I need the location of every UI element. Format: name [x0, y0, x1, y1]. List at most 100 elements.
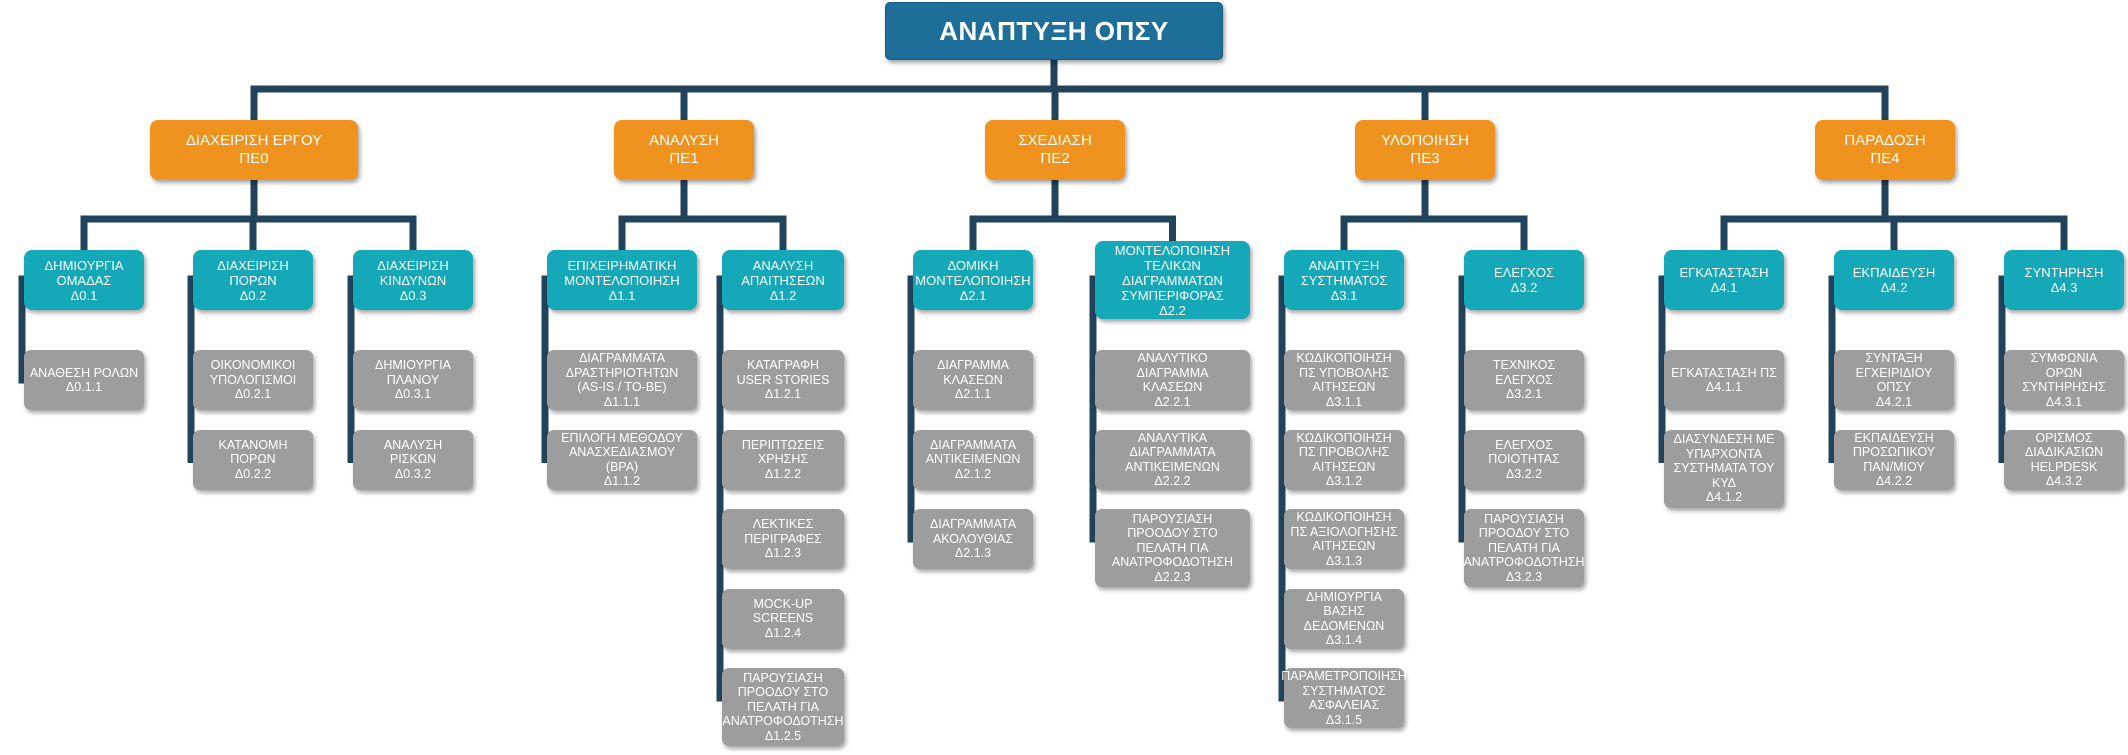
- task-box-label: ΑΝΑΘΕΣΗ ΡΟΛΩΝ: [29, 365, 139, 380]
- task-box-code: Δ3.1.4: [1325, 633, 1363, 647]
- deliverable-box-code: Δ2.2: [1159, 302, 1186, 318]
- task-box-label: ΚΩΔΙΚΟΠΟΙΗΣΗ ΠΣ ΠΡΟΒΟΛΗΣ ΑΙΤΗΣΕΩΝ: [1296, 430, 1392, 474]
- task-box-label: ΚΑΤΑΝΟΜΗ ΠΟΡΩΝ: [218, 437, 288, 467]
- task-box-code: Δ2.2.3: [1154, 569, 1191, 584]
- task-box-code: Δ1.2.2: [764, 466, 802, 481]
- task-box-code: Δ3.2.1: [1505, 387, 1543, 402]
- phase-box-πε2-code: ΠΕ2: [1040, 150, 1070, 167]
- deliverable-box-code: Δ1.1: [608, 287, 636, 303]
- task-box-label: ΚΑΤΑΓΡΑΦΗ USER STORIES: [736, 358, 830, 387]
- root-box-label: ΑΝΑΠΤΥΞΗ ΟΠΣΥ: [939, 15, 1169, 46]
- task-box-code: Δ3.2.2: [1505, 466, 1543, 481]
- deliverable-box-label: ΕΠΙΧΕΙΡΗΜΑΤΙΚΗ ΜΟΝΤΕΛΟΠΟΙΗΣΗ: [564, 257, 680, 288]
- task-box-code: Δ0.3.2: [394, 466, 432, 481]
- task-box-label: ΔΙΑΓΡΑΜΜΑ ΚΛΑΣΕΩΝ: [937, 358, 1009, 387]
- task-box-code: Δ0.3.1: [394, 387, 432, 402]
- task-box-code: Δ1.1.1: [603, 394, 641, 409]
- root-box: ΑΝΑΠΤΥΞΗ ΟΠΣΥ: [885, 2, 1223, 60]
- task-box-label: ΕΚΠΑΙΔΕΥΣΗ ΠΡΟΣΩΠΙΚΟΥ ΠΑΝ/ΜΙΟΥ: [1852, 430, 1936, 474]
- task-box-label: ΔΙΑΓΡΑΜΜΑΤΑ ΑΝΤΙΚΕΙΜΕΝΩΝ: [925, 437, 1021, 467]
- task-box-code: Δ2.1.2: [954, 466, 992, 481]
- deliverable-box-code: Δ0.2: [239, 287, 267, 303]
- task-box-code: Δ3.1.1: [1325, 394, 1363, 409]
- task-box-label: ΔΙΑΣΥΝΔΕΣΗ ΜΕ ΥΠΑΡΧΟΝΤΑ ΣΥΣΤΗΜΑΤΑ ΤΟΥ ΚΥ…: [1673, 432, 1775, 490]
- task-box: ΕΠΙΛΟΓΗ ΜΕΘΟΔΟΥ ΑΝΑΣΧΕΔΙΑΣΜΟΥ (BPA)Δ1.1.…: [547, 429, 697, 490]
- task-box-label: ΠΑΡΑΜΕΤΡΟΠΟΙΗΣΗ ΣΥΣΤΗΜΑΤΟΣ ΑΣΦΑΛΕΙΑΣ: [1281, 669, 1407, 712]
- deliverable-box: ΜΟΝΤΕΛΟΠΟΙΗΣΗ ΤΕΛΙΚΩΝ ΔΙΑΓΡΑΜΜΑΤΩΝ ΣΥΜΠΕ…: [1095, 241, 1250, 319]
- deliverable-box-code: Δ0.1: [70, 287, 98, 303]
- task-box-label: ΑΝΑΛΥΤΙΚΑ ΔΙΑΓΡΑΜΜΑΤΑ ΑΝΤΙΚΕΙΜΕΝΩΝ: [1125, 430, 1220, 474]
- task-box-label: ΔΙΑΓΡΑΜΜΑΤΑ ΔΡΑΣΤΗΡΙΟΤΗΤΩΝ (AS-IS / TO-B…: [565, 351, 679, 394]
- deliverable-box-label: ΔΙΑΧΕΙΡΙΣΗ ΚΙΝΔΥΝΩΝ: [377, 257, 449, 288]
- task-box-label: ΕΠΙΛΟΓΗ ΜΕΘΟΔΟΥ ΑΝΑΣΧΕΔΙΑΣΜΟΥ (BPA): [561, 430, 683, 474]
- deliverable-box-label: ΑΝΑΛΥΣΗ ΑΠΑΙΤΗΣΕΩΝ: [741, 257, 825, 288]
- task-box-label: ΟΙΚΟΝΟΜΙΚΟΙ ΥΠΟΛΟΓΙΣΜΟΙ: [209, 358, 297, 387]
- task-box-code: Δ4.3.1: [2045, 394, 2083, 409]
- task-box: ΠΑΡΟΥΣΙΑΣΗ ΠΡΟΟΔΟΥ ΣΤΟ ΠΕΛΑΤΗ ΓΙΑ ΑΝΑΤΡΟ…: [1463, 509, 1585, 587]
- deliverable-box-label: ΕΓΚΑΤΑΣΤΑΣΗ: [1679, 265, 1769, 280]
- task-box-label: ΣΥΝΤΑΞΗ ΕΓΧΕΙΡΙΔΙΟΥ ΟΠΣΥ: [1855, 351, 1933, 394]
- task-box-label: ΕΓΚΑΤΑΣΤΑΣΗ ΠΣ: [1671, 365, 1777, 380]
- deliverable-box-label: ΔΟΜΙΚΗ ΜΟΝΤΕΛΟΠΟΙΗΣΗ: [915, 257, 1031, 288]
- task-box-label: MOCK-UP SCREENS: [752, 596, 814, 626]
- deliverable-box-label: ΕΚΠΑΙΔΕΥΣΗ: [1852, 265, 1936, 280]
- task-box-label: ΟΡΙΣΜΟΣ ΔΙΑΔΙΚΑΣΙΩΝ HELPDESK: [2024, 430, 2104, 474]
- deliverable-box-code: Δ2.1: [959, 287, 987, 303]
- task-box-label: ΠΑΡΟΥΣΙΑΣΗ ΠΡΟΟΔΟΥ ΣΤΟ ΠΕΛΑΤΗ ΓΙΑ ΑΝΑΤΡΟ…: [722, 670, 844, 729]
- task-box-code: Δ4.3.2: [2045, 474, 2083, 488]
- task-box-label: ΔΙΑΓΡΑΜΜΑΤΑ ΑΚΟΛΟΥΘΙΑΣ: [929, 517, 1017, 546]
- task-box-code: Δ2.2.2: [1154, 474, 1191, 488]
- task-box: ΠΑΡΟΥΣΙΑΣΗ ΠΡΟΟΔΟΥ ΣΤΟ ΠΕΛΑΤΗ ΓΙΑ ΑΝΑΤΡΟ…: [1095, 509, 1250, 587]
- task-box-code: Δ2.2.1: [1154, 394, 1191, 409]
- task-box-code: Δ4.1.1: [1705, 380, 1743, 394]
- task-box-label: ΕΛΕΓΧΟΣ ΠΟΙΟΤΗΤΑΣ: [1488, 437, 1560, 467]
- task-box-code: Δ4.1.2: [1705, 490, 1743, 505]
- phase-box-πε3-code: ΠΕ3: [1410, 150, 1440, 167]
- task-box: ΔΙΑΣΥΝΔΕΣΗ ΜΕ ΥΠΑΡΧΟΝΤΑ ΣΥΣΤΗΜΑΤΑ ΤΟΥ ΚΥ…: [1664, 429, 1784, 508]
- deliverable-box-code: Δ3.1: [1330, 287, 1358, 303]
- task-box-code: Δ0.2.2: [234, 466, 272, 481]
- task-box-label: ΠΑΡΟΥΣΙΑΣΗ ΠΡΟΟΔΟΥ ΣΤΟ ΠΕΛΑΤΗ ΓΙΑ ΑΝΑΤΡΟ…: [1111, 511, 1234, 570]
- task-box-code: Δ2.1.3: [954, 546, 992, 561]
- task-box-code: Δ3.1.5: [1325, 712, 1363, 727]
- task-box-code: Δ3.2.3: [1505, 569, 1543, 584]
- task-box-label: ΤΕΧΝΙΚΟΣ ΕΛΕΓΧΟΣ: [1492, 358, 1556, 387]
- task-box-code: Δ4.2.1: [1875, 394, 1913, 409]
- deliverable-box-label: ΜΟΝΤΕΛΟΠΟΙΗΣΗ ΤΕΛΙΚΩΝ ΔΙΑΓΡΑΜΜΑΤΩΝ ΣΥΜΠΕ…: [1114, 242, 1231, 303]
- phase-box-πε4-label: ΠΑΡΑΔΟΣΗ: [1844, 132, 1926, 149]
- deliverable-box-label: ΑΝΑΠΤΥΞΗ ΣΥΣΤΗΜΑΤΟΣ: [1300, 257, 1388, 288]
- task-box-code: Δ0.1.1: [65, 380, 103, 394]
- phase-box-πε0-label: ΔΙΑΧΕΙΡΙΣΗ ΕΡΓΟΥ: [185, 132, 323, 149]
- task-box-label: ΚΩΔΙΚΟΠΟΙΗΣΗ ΠΣ ΑΞΙΟΛΟΓΗΣΗΣ ΑΙΤΗΣΕΩΝ: [1290, 510, 1398, 553]
- task-box-code: Δ3.1.3: [1325, 553, 1363, 568]
- task-box-label: ΠΕΡΙΠΤΩΣΕΙΣ ΧΡΗΣΗΣ: [741, 437, 825, 467]
- phase-box-πε0-code: ΠΕ0: [239, 150, 269, 167]
- deliverable-box-label: ΔΗΜΙΟΥΡΓΙΑ ΟΜΑΔΑΣ: [44, 257, 124, 288]
